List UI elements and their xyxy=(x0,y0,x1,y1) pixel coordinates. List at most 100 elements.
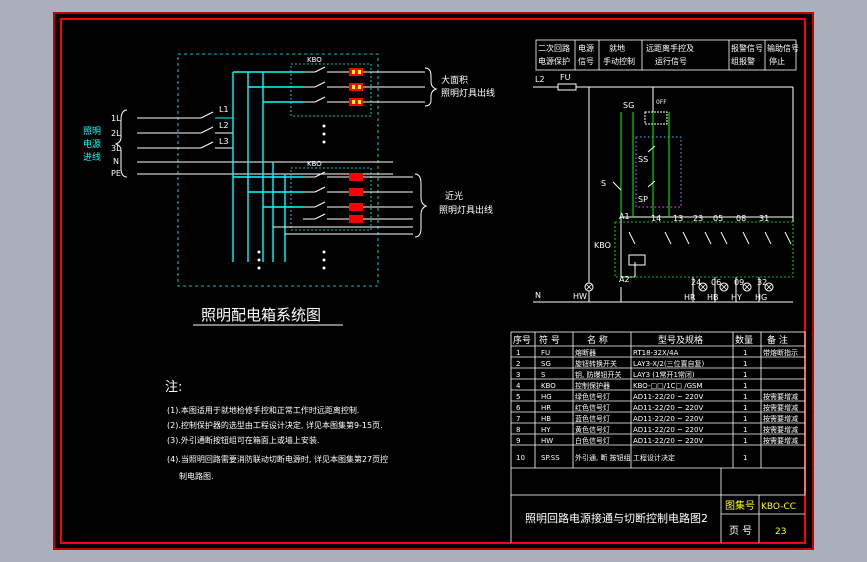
table-cell: 控制保护器 xyxy=(575,381,610,390)
table-header-symbol: 符 号 xyxy=(539,334,560,346)
header-cell-4b: 运行信号 xyxy=(655,56,687,66)
header-cell-2a: 电源 xyxy=(578,43,594,53)
label-SP: SP xyxy=(638,195,648,204)
outgoing-group1-line1: 大面积 xyxy=(441,74,468,86)
table-cell: 3 xyxy=(516,371,520,379)
table-cell: 带熔断指示 xyxy=(763,348,798,357)
table-cell: 1 xyxy=(743,454,747,462)
terminal-13: 13 xyxy=(673,214,683,223)
table-cell: LAY3 (1常开1常闭) xyxy=(633,370,695,379)
lamp-HY: HY xyxy=(731,293,742,302)
table-header-no: 序号 xyxy=(513,334,531,346)
table-cell: AD11-22/20 ~ 220V xyxy=(633,437,703,445)
title-block: 照明回路电源接通与切断控制电路图2 图集号 KBO-CC 页 号 23 xyxy=(525,499,796,537)
outgoing-group2-line2: 照明灯具出线 xyxy=(439,204,493,216)
incoming-label-3: 进线 xyxy=(83,151,101,163)
table-cell: SP.SS xyxy=(541,454,560,462)
table-cell: 熔断器 xyxy=(575,348,596,357)
header-cell-4a: 远距离手控及 xyxy=(646,43,694,53)
inner-frame xyxy=(60,18,806,544)
table-cell: 5 xyxy=(516,393,520,401)
note-1: (1).本图适用于就地检修手控和正常工作时远距离控制. xyxy=(167,405,359,415)
drawing-sheet: 照明 电源 进线 1L 2L 3L N PE L1 L2 L3 KBO KBO … xyxy=(53,12,814,550)
header-cell-5b: 组报警 xyxy=(731,56,755,66)
table-cell: KBO-□□/1C□ /GSM xyxy=(633,382,703,390)
table-cell: 2 xyxy=(516,360,520,368)
table-cell: AD11-22/20 ~ 220V xyxy=(633,426,703,434)
header-cell-5a: 报警信号 xyxy=(731,43,763,53)
header-cell-3b: 手动控制 xyxy=(603,56,635,66)
table-cell: 7 xyxy=(516,415,520,423)
line-L2: L2 xyxy=(219,121,229,130)
parts-table xyxy=(510,331,806,543)
table-cell: HB xyxy=(541,415,551,423)
label-HW: HW xyxy=(573,292,587,301)
table-cell: 1 xyxy=(516,349,520,357)
table-cell: S xyxy=(541,371,546,379)
table-cell: HR xyxy=(541,404,551,412)
table-header-remark: 备 注 xyxy=(767,334,788,346)
terminal-05: 05 xyxy=(713,214,723,223)
label-SG: SG xyxy=(623,101,634,110)
header-cell-6b: 停止 xyxy=(769,56,785,66)
table-cell: 1 xyxy=(743,371,747,379)
table-cell: 旋钮转换开关 xyxy=(575,359,617,368)
table-cell: 钥, 防爆钮开关 xyxy=(575,370,621,379)
drawing-canvas: 照明 电源 进线 1L 2L 3L N PE L1 L2 L3 KBO KBO … xyxy=(53,12,814,550)
note-4-cont: 制电路图. xyxy=(179,471,214,481)
lamp-HB: HB xyxy=(707,293,719,302)
table-cell: AD11-22/20 ~ 220V xyxy=(633,415,703,423)
table-cell: 10 xyxy=(516,454,525,462)
table-cell: 1 xyxy=(743,404,747,412)
page-number: 23 xyxy=(775,527,786,537)
table-header-model: 型号及规格 xyxy=(658,334,703,346)
table-cell: AD11-22/20 ~ 220V xyxy=(633,404,703,412)
header-cell-2b: 信号 xyxy=(578,56,594,66)
label-KBO: KBO xyxy=(594,241,611,250)
table-cell: 1 xyxy=(743,349,747,357)
note-3: (3).外引通断按钮组可在箱面上或墙上安装. xyxy=(167,435,319,445)
label-A2: A2 xyxy=(619,275,630,284)
label-A1: A1 xyxy=(619,212,630,221)
label-N: N xyxy=(535,291,541,300)
lamp-HG: HG xyxy=(755,293,767,302)
label-off: 0FF xyxy=(656,99,667,106)
table-cell: 按需要增减 xyxy=(763,392,798,401)
terminal-08: 08 xyxy=(736,214,746,223)
kbo-tag-1: KBO xyxy=(307,56,322,64)
table-cell: 红色信号灯 xyxy=(575,403,610,412)
table-cell: 9 xyxy=(516,437,520,445)
table-cell: 1 xyxy=(743,415,747,423)
label-SS: SS xyxy=(638,155,648,164)
control-circuit: 二次回路 电源保护 电源 信号 就地 手动控制 远距离手控及 运行信号 报警信号… xyxy=(533,39,799,303)
table-cell: 绿色信号灯 xyxy=(575,392,610,401)
note-4: (4).当照明回路需要消防联动切断电源时, 详见本图集第27页控 xyxy=(167,454,388,464)
outgoing-group1-line2: 照明灯具出线 xyxy=(441,87,495,99)
table-cell: 黄色信号灯 xyxy=(575,425,610,434)
table-cell: 1 xyxy=(743,426,747,434)
table-header-qty: 数量 xyxy=(735,334,753,346)
line-L3: L3 xyxy=(219,137,229,146)
notes: 注: (1).本图适用于就地检修手控和正常工作时远距离控制. (2).控制保护器… xyxy=(165,380,388,481)
table-cell: 1 xyxy=(743,360,747,368)
terminal-31: 31 xyxy=(759,214,769,223)
table-header-name: 名 称 xyxy=(587,334,608,346)
header-cell-3a: 就地 xyxy=(609,43,625,53)
kbo-tag-2: KBO xyxy=(307,160,322,168)
phase-3L: 3L xyxy=(111,144,121,153)
table-cell: 外引通, 断 按钮组 xyxy=(575,453,631,462)
table-cell: HW xyxy=(541,437,553,445)
parts-table-text: 序号 符 号 名 称 型号及规格 数量 备 注 xyxy=(513,334,788,346)
page-label: 页 号 xyxy=(729,525,752,537)
table-cell: FU xyxy=(541,349,550,357)
table-cell: 1 xyxy=(743,382,747,390)
table-cell: 按需要增减 xyxy=(763,414,798,423)
outgoing-group2-line1: 近光 xyxy=(445,190,463,202)
atlas-label: 图集号 xyxy=(725,499,755,512)
table-cell: SG xyxy=(541,360,551,368)
header-cell-1b: 电源保护 xyxy=(538,56,570,66)
incoming-label-1: 照明 xyxy=(83,126,101,137)
table-cell: KBO xyxy=(541,382,556,390)
system-diagram xyxy=(114,53,438,326)
